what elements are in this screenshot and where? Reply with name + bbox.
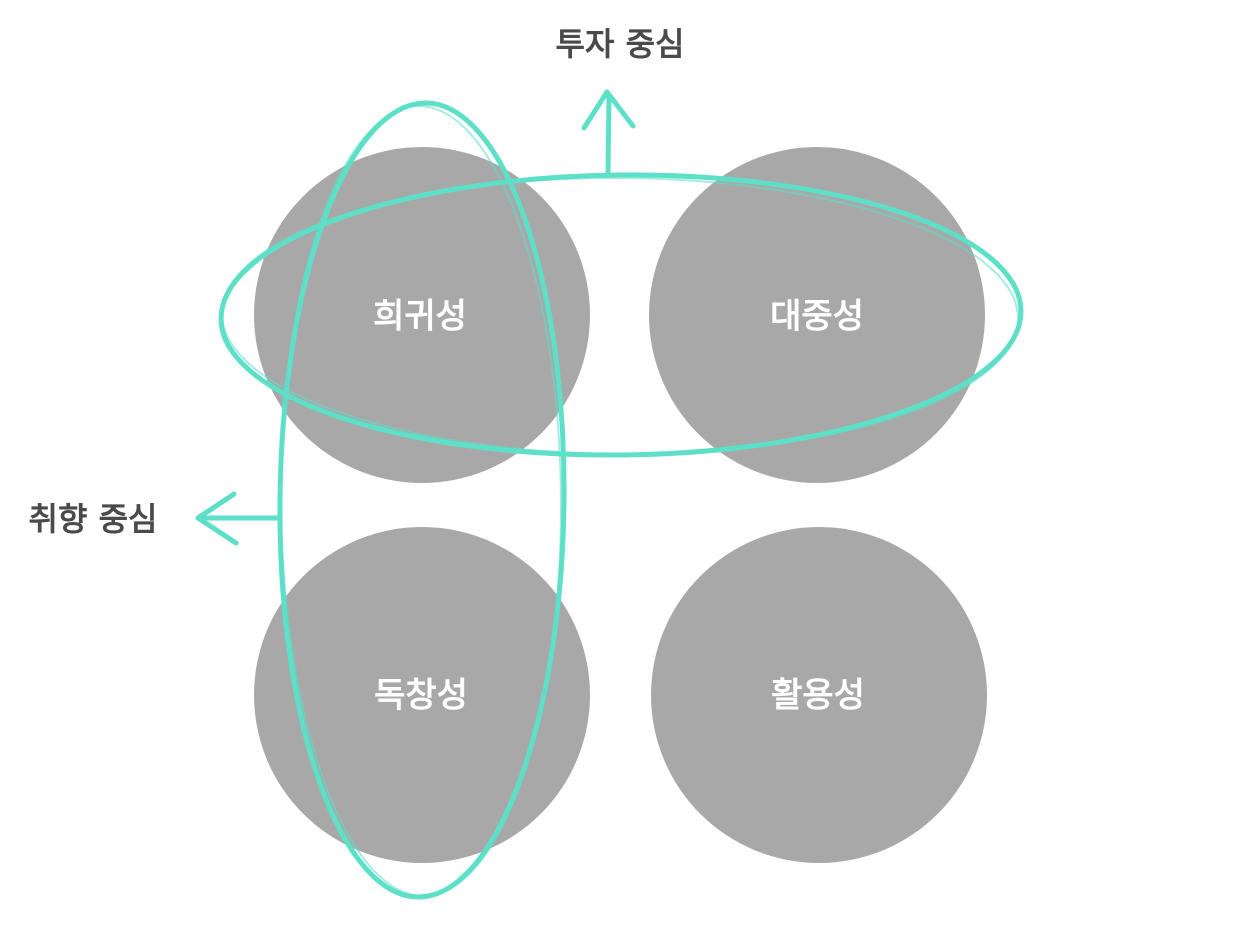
circle-popularity <box>649 147 985 483</box>
axis-label-taste: 취향 중심 <box>29 500 158 538</box>
circle-rarity <box>254 147 590 483</box>
circle-labels-group: 희귀성 대중성 독창성 활용성 <box>373 297 865 716</box>
investment-grouping-ellipse <box>218 172 1024 458</box>
circles-group <box>254 147 987 863</box>
taste-grouping-ellipse <box>277 100 567 900</box>
arrow-up-icon <box>581 89 636 175</box>
circle-label-originality: 독창성 <box>374 676 468 716</box>
axis-labels-group: 투자 중심 취향 중심 <box>29 25 685 538</box>
axis-label-investment: 투자 중심 <box>556 25 685 63</box>
circle-label-utility: 활용성 <box>771 676 865 716</box>
circle-label-popularity: 대중성 <box>770 297 864 337</box>
circle-originality <box>254 527 590 863</box>
arrow-left-icon <box>195 491 283 546</box>
circle-utility <box>651 527 987 863</box>
sketch-group <box>195 89 1024 900</box>
circle-label-rarity: 희귀성 <box>373 297 467 337</box>
